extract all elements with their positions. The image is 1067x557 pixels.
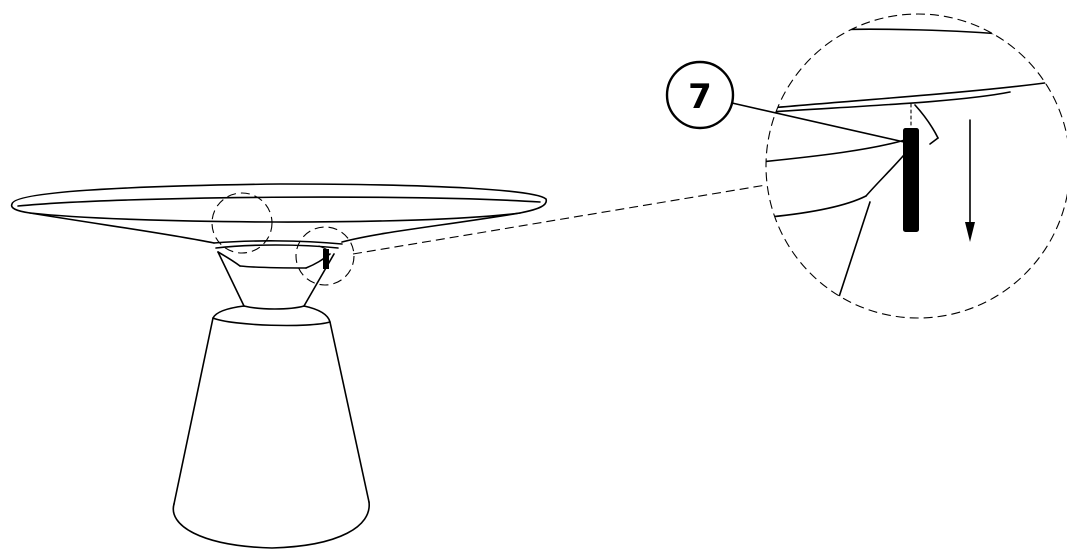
callout-bubble: 7 [665,60,735,130]
detail-circle-top [211,192,273,254]
callout-leader [731,102,905,143]
callout-number: 7 [688,77,712,117]
tabletop [10,183,548,244]
zoom-detail [765,13,1067,319]
detail-circle-bolt [295,226,355,286]
side-table [10,183,548,549]
zoom-detail-circle [765,13,1067,319]
table-neck [213,240,343,310]
small-bolt [318,245,329,269]
table-base [172,305,370,549]
